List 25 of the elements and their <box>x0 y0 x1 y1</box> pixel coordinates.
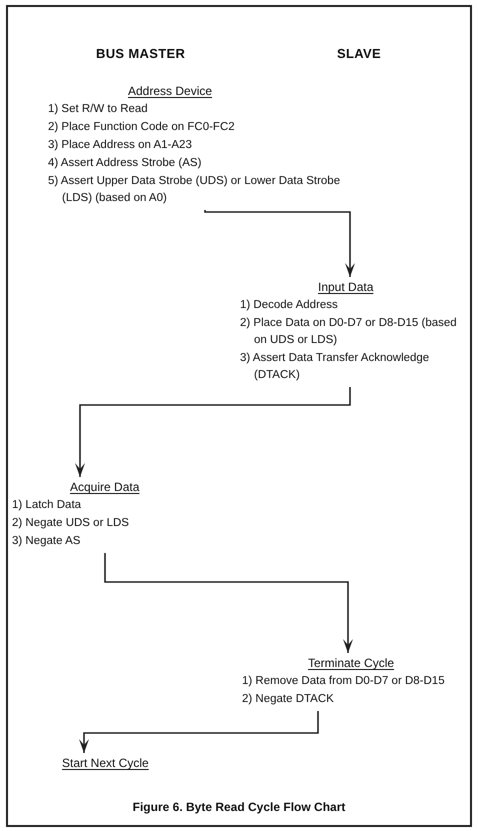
step-heading: Input Data <box>318 279 374 296</box>
step-item: 1) Latch Data <box>12 498 82 513</box>
step-item: 1) Remove Data from D0-D7 or D8-D15 <box>242 674 446 689</box>
step-item: 1) Set R/W to Read <box>48 102 149 117</box>
step-heading: Start Next Cycle <box>62 755 149 772</box>
step-item: 3) Place Address on A1-A23 <box>48 138 193 153</box>
step-item: 2) Negate UDS or LDS <box>12 516 130 531</box>
column-heading: BUS MASTER <box>96 45 186 63</box>
step-item: 2) Place Function Code on FC0-FC2 <box>48 120 236 135</box>
step-item: 2) Place Data on D0-D7 or D8-D15 (based on UDS or LDS) <box>240 316 458 348</box>
step-heading: Acquire Data <box>70 479 140 496</box>
step-item: 4) Assert Address Strobe (AS) <box>48 156 202 171</box>
step-item: 5) Assert Upper Data Strobe (UDS) or Lower Data Strobe (LDS) (based on A0) <box>48 174 342 206</box>
flow-arrow <box>75 387 351 477</box>
step-item: 3) Assert Data Transfer Acknowledge (DTACK) <box>240 351 430 383</box>
step-heading: Terminate Cycle <box>308 655 394 672</box>
step-item: 3) Negate AS <box>12 534 82 549</box>
flow-arrow <box>104 553 353 653</box>
step-item: 1) Decode Address <box>240 298 339 313</box>
flow-arrow <box>79 711 319 753</box>
step-item: 2) Negate DTACK <box>242 692 335 707</box>
column-heading: SLAVE <box>337 45 382 63</box>
flow-arrow <box>204 210 355 277</box>
figure-caption: Figure 6. Byte Read Cycle Flow Chart <box>132 799 346 816</box>
step-heading: Address Device <box>128 83 212 100</box>
